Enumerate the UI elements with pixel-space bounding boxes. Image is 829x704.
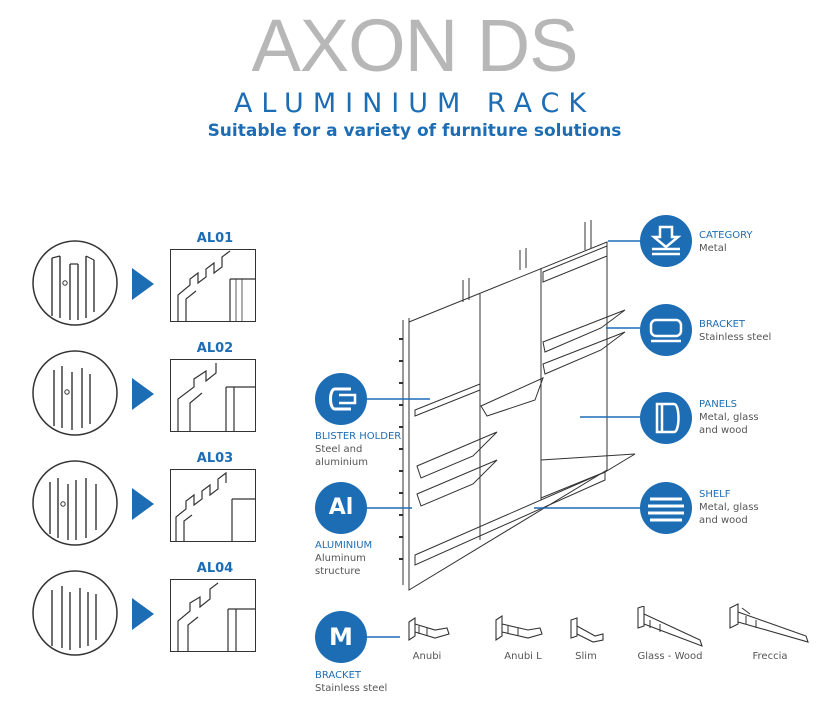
profiles-section: AL01 AL02 AL03 — [0, 225, 270, 665]
bracket-label: Glass - Wood — [637, 651, 703, 662]
feature-title: BRACKET — [315, 670, 362, 681]
feature-title: CATEGORY — [699, 230, 753, 241]
feature-bracket-bottom: M BRACKET Stainless steel — [310, 611, 420, 701]
feature-desc: Metal, glass and wood — [699, 412, 759, 436]
feature-desc: Steel and aluminium — [315, 444, 368, 468]
panel-icon — [640, 392, 692, 444]
profile-row: AL04 — [30, 555, 260, 665]
arrow-right-icon — [132, 488, 154, 520]
feature-title: ALUMINIUM — [315, 540, 373, 551]
bracket-item: Anubi L — [480, 600, 570, 670]
profile-row: AL01 — [30, 225, 260, 335]
brand-tagline: Suitable for a variety of furniture solu… — [207, 121, 622, 141]
profile-closeup-circle — [32, 570, 118, 656]
al-icon: Al — [315, 482, 367, 534]
shelf-lines-icon — [640, 482, 692, 534]
profile-section-view — [170, 359, 256, 432]
arrow-right-icon — [132, 378, 154, 410]
bracket-label: Slim — [575, 651, 597, 662]
feature-desc: Metal, glass and wood — [699, 502, 759, 526]
bracket-label: Anubi L — [504, 651, 542, 662]
profile-row: AL03 — [30, 445, 260, 555]
bracket-glass-wood-icon — [637, 606, 703, 647]
feature-desc: Stainless steel — [699, 332, 772, 343]
profile-closeup-circle — [32, 350, 118, 436]
bracket-item: Glass - Wood — [620, 600, 720, 670]
bracket-slim-icon — [570, 617, 604, 643]
bracket-item: Slim — [555, 600, 645, 670]
feature-title: SHELF — [699, 489, 731, 500]
profile-section-view — [170, 469, 256, 542]
bracket-anubi-l-icon — [495, 614, 543, 642]
blister-holder-icon — [315, 373, 367, 425]
bracket-freccia-icon — [729, 603, 809, 643]
brand-subtitle: ALUMINIUM RACK — [233, 88, 596, 119]
feature-title: BLISTER HOLDER — [315, 431, 402, 442]
profile-section-view — [170, 579, 256, 652]
tray-down-icon — [640, 215, 692, 267]
profile-row: AL02 — [30, 335, 260, 445]
brand-title: AXON DS — [251, 4, 578, 87]
profile-label: AL02 — [196, 341, 234, 356]
bracket-label: Freccia — [752, 651, 788, 662]
feature-panels: PANELS Metal, glass and wood — [640, 392, 820, 448]
m-icon: M — [315, 611, 367, 663]
feature-title: PANELS — [699, 399, 737, 410]
feature-title: BRACKET — [699, 319, 746, 330]
bracket-item: Freccia — [720, 600, 820, 670]
feature-category: CATEGORY Metal — [640, 215, 820, 271]
bracket-tray-icon — [640, 304, 692, 356]
profile-section-view — [170, 249, 256, 322]
brackets-row: Anubi Anubi L Slim Glass - Wood Freccia — [390, 600, 820, 670]
profile-label: AL03 — [196, 451, 234, 466]
profile-closeup-circle — [32, 460, 118, 546]
arrow-right-icon — [132, 598, 154, 630]
feature-aluminium: Al ALUMINIUM Aluminum structure — [310, 482, 420, 582]
rack-illustration — [399, 220, 636, 591]
bracket-item: Anubi — [390, 600, 480, 670]
profile-closeup-circle — [32, 240, 118, 326]
bracket-label: Anubi — [412, 651, 442, 662]
arrow-right-icon — [132, 268, 154, 300]
bracket-anubi-icon — [408, 616, 450, 642]
feature-blister-holder: BLISTER HOLDER Steel and aluminium — [310, 373, 420, 473]
feature-shelf: SHELF Metal, glass and wood — [640, 482, 820, 538]
feature-bracket: BRACKET Stainless steel — [640, 304, 820, 360]
feature-desc: Aluminum structure — [315, 553, 366, 577]
feature-desc: Stainless steel — [315, 683, 388, 694]
profile-label: AL04 — [196, 561, 234, 576]
feature-desc: Metal — [699, 243, 727, 254]
profile-label: AL01 — [196, 231, 234, 246]
